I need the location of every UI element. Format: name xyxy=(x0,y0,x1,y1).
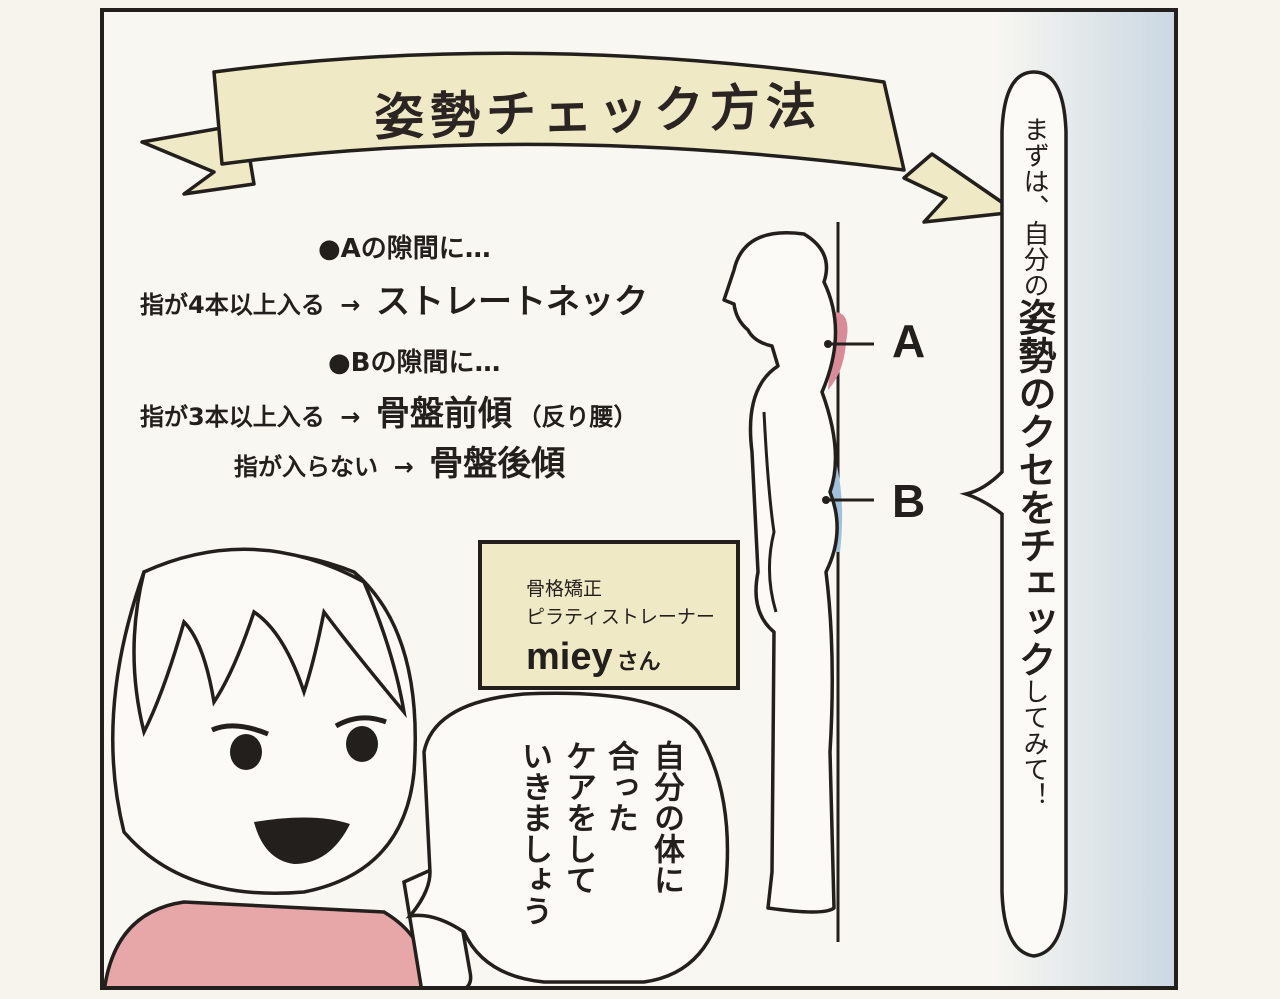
speech-right-text: まずは、自分の姿勢のクセをチェックしてみて！ xyxy=(1010,116,1058,808)
check-b-arrow-2: → xyxy=(393,453,414,481)
check-b-result-1-note: （反り腰） xyxy=(517,403,638,431)
speech-bottom-col-1: 自分の体に xyxy=(648,740,684,895)
check-a-arrow: → xyxy=(340,291,361,319)
check-b-row-2: 指が入らない → 骨盤後傾 xyxy=(234,436,565,485)
speech-bottom-col-2: 合った xyxy=(602,740,638,833)
card-line-1: 骨格矯正 xyxy=(526,578,603,600)
speech-right-part3: してみて！ xyxy=(1019,678,1049,808)
check-b-intro: ●Bの隙間に… xyxy=(328,348,501,378)
trainer-girl xyxy=(104,547,473,986)
illustration-layer xyxy=(104,51,1068,986)
speech-bottom-col-4: いきましょう xyxy=(516,740,552,926)
check-a-row: 指が4本以上入る → ストレートネック xyxy=(140,274,648,323)
check-b-result-1: 骨盤前傾 xyxy=(375,394,512,434)
comic-panel: 姿勢チェック方法 ●Aの隙間に… 指が4本以上入る → ストレートネック ●Bの… xyxy=(100,8,1178,990)
trainer-name-text: miey xyxy=(526,636,613,678)
check-b-row-1: 指が3本以上入る → 骨盤前傾 （反り腰） xyxy=(140,386,638,435)
page-title: 姿勢チェック方法 xyxy=(373,76,823,147)
check-a-condition: 指が4本以上入る xyxy=(140,291,325,319)
label-a: A xyxy=(892,315,926,367)
speech-bottom-col-3: ケアをして xyxy=(560,740,596,895)
check-b-condition-2: 指が入らない xyxy=(234,453,378,481)
label-b: B xyxy=(892,475,926,527)
check-b-result-2: 骨盤後傾 xyxy=(429,444,566,484)
trainer-honorific: さん xyxy=(616,650,661,675)
check-b-condition-1: 指が3本以上入る xyxy=(140,403,325,431)
check-a-result: ストレートネック xyxy=(375,282,648,322)
check-a-intro: ●Aの隙間に… xyxy=(318,234,491,264)
speech-right-part2: 姿勢のクセをチェック xyxy=(1012,298,1056,678)
speech-right-part1: まずは、自分の xyxy=(1019,116,1049,298)
bottom-speech-bubble xyxy=(405,691,730,984)
card-line-2: ピラティストレーナー xyxy=(526,606,715,628)
right-speech-bubble xyxy=(959,70,1068,958)
body-silhouette xyxy=(722,222,874,942)
check-b-arrow-1: → xyxy=(340,403,361,431)
title-ribbon xyxy=(140,51,1018,224)
